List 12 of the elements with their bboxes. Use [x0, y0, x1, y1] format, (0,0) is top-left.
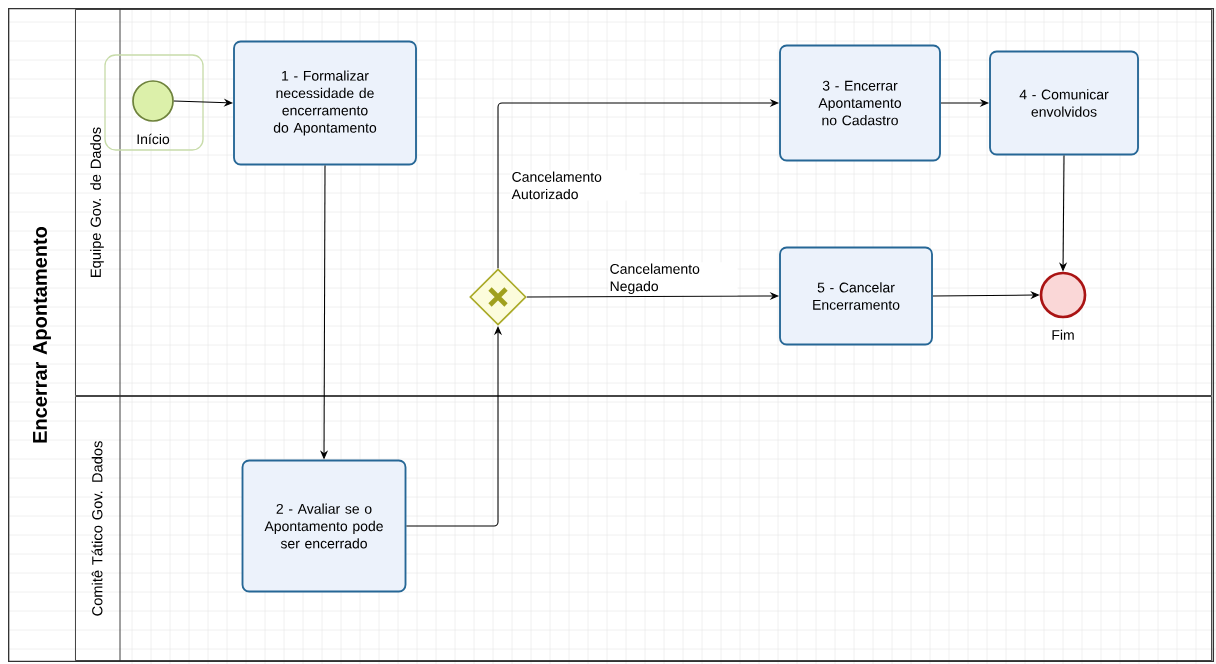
- gateway-diamond: [469, 268, 527, 326]
- event-label: Fim: [1052, 329, 1074, 340]
- edge-label: Cancelamento Autorizado: [510, 170, 640, 201]
- task-box: 1 - Formalizar necessidade de encerramento do Apontamento: [233, 40, 417, 166]
- task-box: 3 - Encerrar Apontamento no Cadastro: [779, 44, 941, 162]
- task-box: 2 - Avaliar se o Apontamento pode ser encerrado: [241, 459, 407, 593]
- end-event: [1039, 271, 1087, 319]
- event-label: Início: [137, 133, 170, 145]
- task-box: 4 - Comunicar envolvidos: [989, 50, 1139, 156]
- start-event: [132, 80, 174, 122]
- task-box: 5 - Cancelar Encerramento: [779, 246, 933, 346]
- edge-label: Cancelamento Negado: [608, 262, 738, 296]
